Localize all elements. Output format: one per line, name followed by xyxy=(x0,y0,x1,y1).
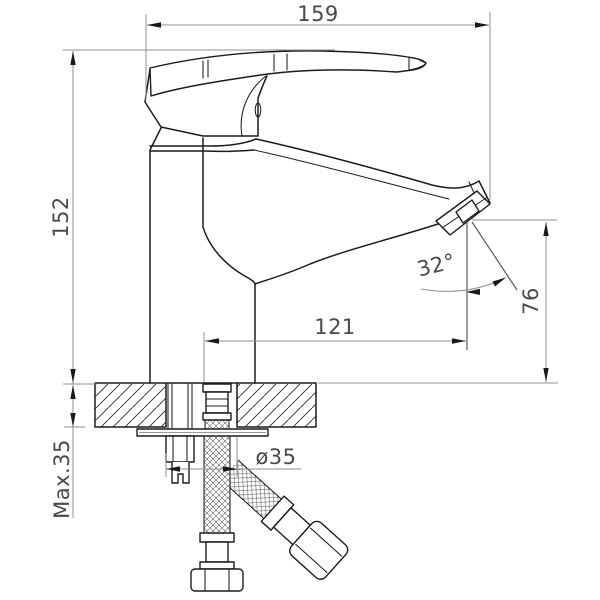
spout-facet-line xyxy=(253,149,450,200)
supply-hose-diagonal xyxy=(220,459,349,580)
slab-outline xyxy=(94,382,317,428)
counter-slab xyxy=(94,382,317,428)
arrowhead xyxy=(70,51,76,65)
stream-line xyxy=(471,221,518,291)
arrowhead xyxy=(223,466,237,472)
dim-label-121: 121 xyxy=(314,315,356,339)
arrowhead xyxy=(543,368,549,382)
body-fillet-curve xyxy=(202,226,256,285)
dimension-overall-height: 152 xyxy=(49,49,335,385)
vert-hose-edges xyxy=(203,436,231,534)
dim-label-152: 152 xyxy=(49,196,73,238)
spout-top-edge xyxy=(255,138,480,189)
dim-label-159: 159 xyxy=(297,2,339,26)
arrowhead xyxy=(475,22,489,28)
stud-end-notched xyxy=(171,462,190,484)
dimension-spout-reach: 121 xyxy=(203,315,466,382)
mounting-nut xyxy=(165,435,195,463)
arrowhead xyxy=(70,369,76,383)
vert-hose-nut-flats xyxy=(204,568,230,592)
vert-hose-collar-2 xyxy=(199,561,235,570)
dimension-overall-length: 159 xyxy=(145,2,491,200)
arrowhead xyxy=(452,338,466,344)
arrowhead xyxy=(70,385,76,399)
diag-hose-nut xyxy=(289,520,349,580)
dimension-max-deck-thickness: Max.35 xyxy=(50,385,85,519)
lever-segment-lines xyxy=(202,53,410,79)
dimension-stream-angle: 32° xyxy=(415,221,518,350)
spout-tip-edge xyxy=(478,180,491,204)
hose-fitting-collar-bottom xyxy=(202,412,232,421)
dim-label-76: 76 xyxy=(519,287,543,315)
dim-label-max35: Max.35 xyxy=(50,439,74,519)
dim-label-dia35: ø35 xyxy=(255,445,296,469)
arrowhead xyxy=(543,222,549,236)
vert-hose-tube xyxy=(205,541,229,563)
neck-ring xyxy=(149,127,257,153)
angle-arc xyxy=(420,277,506,292)
diag-hose-braid xyxy=(220,460,282,519)
slab-hatch-left xyxy=(95,384,166,427)
aerator-nozzle xyxy=(455,199,480,224)
hose-fitting-body xyxy=(205,391,229,414)
supply-hose-vertical xyxy=(190,436,244,592)
arrowhead xyxy=(166,466,180,472)
diag-hose-nut-flats xyxy=(295,527,343,574)
arrowhead xyxy=(205,338,219,344)
mounting-nut-flats xyxy=(172,435,188,463)
arrowhead xyxy=(70,413,76,427)
lever-handle xyxy=(149,50,427,97)
dim-label-32deg: 32° xyxy=(415,249,458,282)
dimension-outlet-height: 76 xyxy=(318,219,558,384)
slab-hatch-right xyxy=(237,384,316,427)
hose-fitting-lines xyxy=(205,398,229,407)
arrowhead xyxy=(466,288,480,295)
lever-tip-detail xyxy=(408,56,427,71)
vert-hose-collar-1 xyxy=(199,532,235,543)
body-column xyxy=(149,137,256,384)
arrowhead xyxy=(492,277,506,287)
threaded-stud xyxy=(167,383,193,430)
mounting-hardware xyxy=(136,383,269,484)
arrowhead xyxy=(147,22,161,28)
spout-underside xyxy=(254,223,439,285)
dimension-hole-diameter: ø35 xyxy=(165,437,301,477)
vert-hose-braid xyxy=(204,437,230,533)
faucet-body xyxy=(144,50,491,384)
vert-hose-nut xyxy=(190,568,244,592)
hose-fitting-collar-top xyxy=(202,383,232,393)
cap-inner-curve xyxy=(240,75,267,137)
cap-side-detail xyxy=(254,102,262,118)
